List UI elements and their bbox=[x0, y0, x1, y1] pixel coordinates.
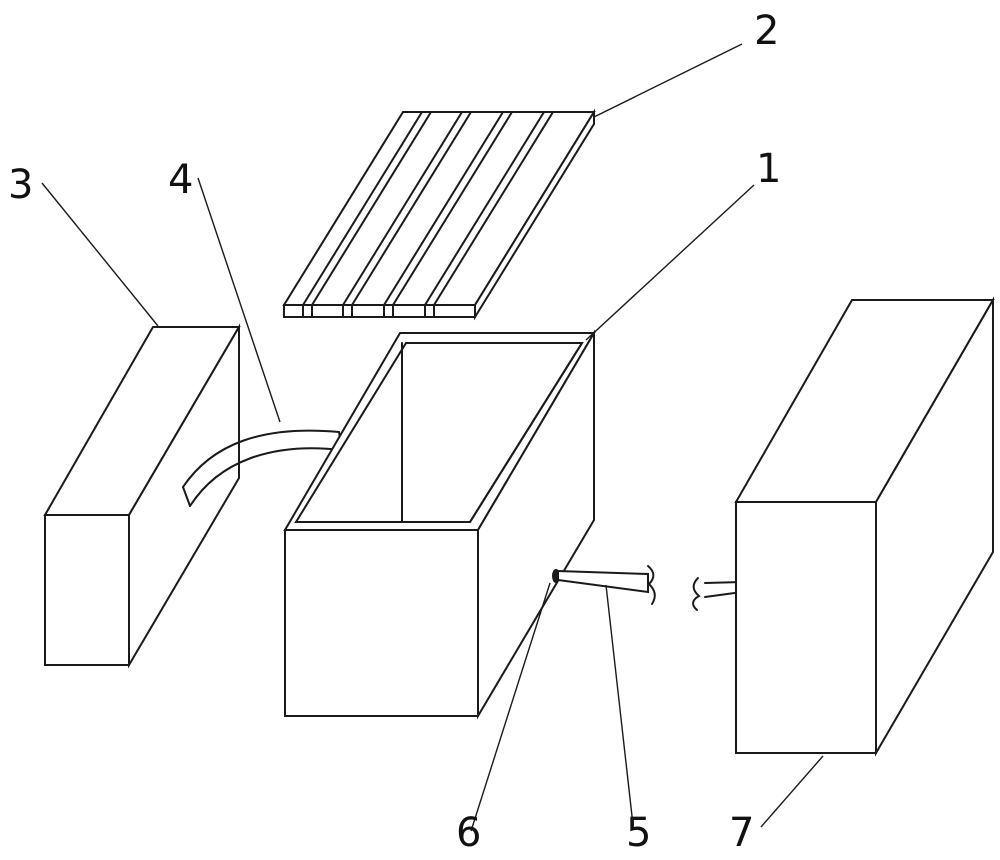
part-3-left-block bbox=[43, 323, 241, 669]
leader-lines bbox=[41, 43, 824, 832]
label-part-3: 3 bbox=[8, 162, 33, 208]
part-7-right-block bbox=[734, 296, 995, 757]
part-1-open-box bbox=[283, 329, 596, 720]
label-part-7: 7 bbox=[729, 810, 754, 856]
part-5-pipe bbox=[557, 565, 743, 611]
label-part-6: 6 bbox=[456, 810, 481, 856]
label-part-2: 2 bbox=[754, 8, 779, 54]
label-part-1: 1 bbox=[756, 146, 781, 192]
label-part-5: 5 bbox=[626, 810, 651, 856]
label-part-4: 4 bbox=[168, 157, 193, 203]
part-2-grooved-plate bbox=[282, 108, 596, 321]
